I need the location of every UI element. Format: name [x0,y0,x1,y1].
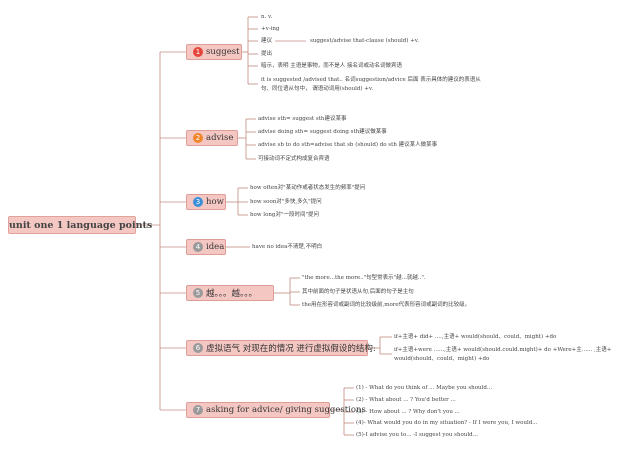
leaf-suggest-5: 暗示，表明 主语是事物，而不是人 接名词或动名词做宾语 [261,63,402,69]
branch-suggest[interactable]: 1 suggest [186,44,242,60]
number-badge-6: 6 [193,343,203,353]
leaf-how-2: how soon对"多快,多久"提问 [250,199,322,205]
leaf-advise-2: advise doing sth= suggest doing sth建议做某事 [258,129,387,135]
leaf-advise-4: 可接动词不定式构成复合宾语 [258,156,330,162]
number-badge-3: 3 [193,197,203,207]
leaf-advise-1: advise sth= suggest sth建议某事 [258,116,347,122]
leaf-advice-3: (3) - How about ... ? Why don't you ... [356,409,460,415]
leaf-advice-2: (2) - What about ... ? You'd better ... [356,397,456,403]
leaf-advice-1: (1) - What do you think of ... Maybe you… [356,385,493,391]
branch-asking-advice[interactable]: 7 asking for advice/ giving suggestions [186,402,366,418]
number-badge-4: 4 [193,242,203,252]
leaf-the-more-2: 其中前面的句子是状语从句,后面的句子是主句 [302,289,414,295]
leaf-the-more-1: "the more...the more.."句型常表示"越...就越..". [302,275,426,281]
branch-the-more[interactable]: 5 越。。。越。。。 [186,285,274,301]
leaf-how-1: how often对"某动作或者状态发生的频率"提问 [250,185,366,191]
number-badge-1: 1 [193,47,203,57]
leaf-suggest-sub: suggest/advise that-clause (should) +v. [310,38,419,44]
root-node[interactable]: unit one 1 language points [8,216,152,234]
leaf-how-3: how long对"一段时间"提问 [250,212,320,218]
number-badge-7: 7 [193,405,203,415]
branch-subjunctive[interactable]: 6 虚拟语气 对现在的情况 进行虚拟假设的结构: [186,340,376,356]
leaf-suggest-3: 建议 [261,38,273,44]
leaf-suggest-6: it is suggested /advised that.. 名词sugges… [261,77,481,83]
branch-label: 越。。。越。。。 [206,289,258,299]
leaf-suggest-4: 提出 [261,51,273,57]
leaf-idea-1: have no idea不清楚,不明白 [252,244,323,250]
leaf-suggest-1: n. v. [261,14,273,20]
leaf-suggest-2: +v-ing [261,26,280,32]
branch-label: idea [206,242,225,252]
leaf-subjunctive-2: if+主语+were ......,主语+ would(should.could… [394,347,612,353]
number-badge-2: 2 [193,133,203,143]
branch-idea[interactable]: 4 idea [186,239,226,255]
branch-label: how [206,197,224,207]
branch-label: advise [206,133,234,143]
number-badge-5: 5 [193,288,203,298]
leaf-subjunctive-3: would(should、could、might) +do [394,356,490,362]
leaf-suggest-7: 句、同位语从句中， 谓语动词用(should) +v. [261,86,374,92]
leaf-the-more-3: the用在形容词或副词的比较级前,more代表形容词或副词的比较级。 [302,302,471,308]
branch-label: asking for advice/ giving suggestions [206,405,366,415]
branch-label: 虚拟语气 对现在的情况 进行虚拟假设的结构: [206,344,376,354]
leaf-advice-5: (5)-I advise you to... -I suggest you sh… [356,432,478,438]
leaf-advise-3: advise sb to do sth=advise that sb (shou… [258,142,438,148]
leaf-subjunctive-1: if+主语+ did+ ....,主语+ would(should、could、… [394,334,557,340]
branch-advise[interactable]: 2 advise [186,130,238,146]
leaf-advice-4: (4)- What would you do in my situation? … [356,420,538,426]
branch-how[interactable]: 3 how [186,194,226,210]
branch-label: suggest [206,47,240,57]
